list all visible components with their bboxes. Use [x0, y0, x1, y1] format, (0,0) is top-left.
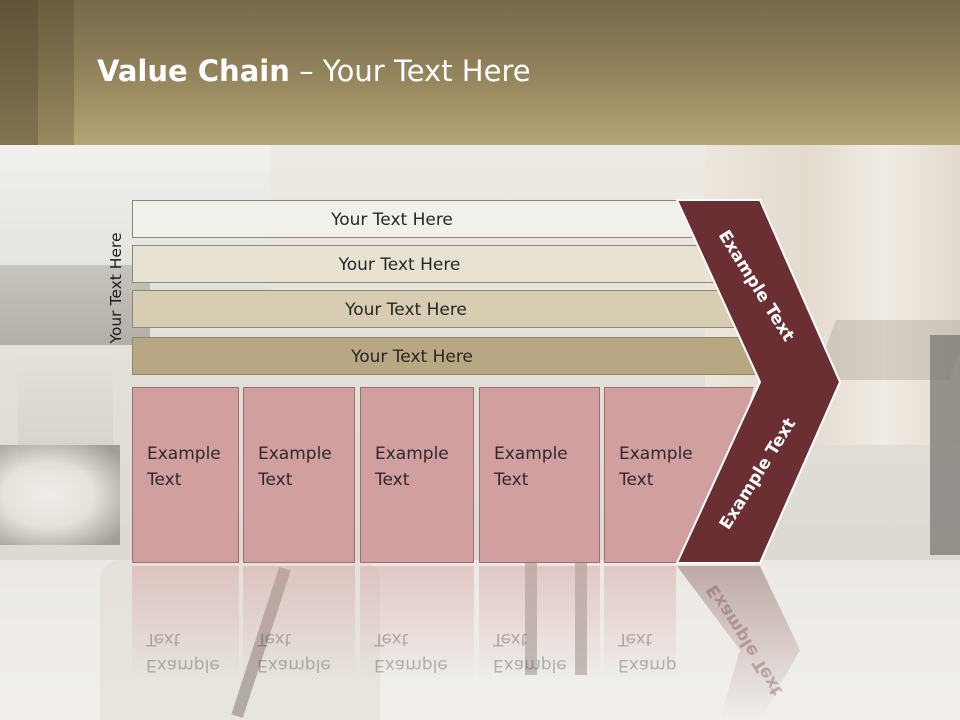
box-label: Example Text	[494, 444, 568, 490]
activity-box-4[interactable]: Example Text	[479, 387, 600, 563]
box-reflection: Example Text	[132, 566, 239, 706]
reflection-label: Example Text	[374, 629, 448, 675]
reflection-label: Example Text	[146, 629, 220, 675]
reflection-label: Example Text	[493, 629, 567, 675]
box-label: Example Text	[258, 444, 332, 490]
photo-counter	[0, 265, 150, 345]
activity-box-3[interactable]: Example Text	[360, 387, 474, 563]
activity-box-1[interactable]: Example Text	[132, 387, 239, 563]
photo-plates	[0, 445, 120, 545]
band-label: Your Text Here	[331, 210, 453, 230]
photo-floor	[0, 560, 960, 720]
header-stripe	[0, 0, 38, 145]
reflection-label: Example Text	[257, 629, 331, 675]
band-2[interactable]: Your Text Here	[132, 245, 717, 283]
band-label: Your Text Here	[345, 300, 467, 320]
band-3[interactable]: Your Text Here	[132, 290, 740, 328]
box-label: Example Text	[619, 444, 693, 490]
title-bar: Value Chain – Your Text Here	[0, 0, 960, 145]
box-label: Example Text	[147, 444, 221, 490]
header-stripe	[38, 0, 74, 145]
slide-title[interactable]: Value Chain – Your Text Here	[97, 54, 531, 88]
activity-box-2[interactable]: Example Text	[243, 387, 355, 563]
reflection-label: Example Text	[618, 629, 676, 675]
box-reflection: Example Text	[479, 566, 600, 706]
photo-chair-leg	[575, 555, 587, 675]
band-label: Your Text Here	[351, 347, 473, 367]
box-reflection: Example Text	[360, 566, 474, 706]
title-rest: – Your Text Here	[289, 54, 531, 88]
title-bold: Value Chain	[97, 54, 290, 88]
photo-chair-leg	[525, 555, 537, 675]
box-reflection: Example Text	[243, 566, 355, 706]
band-label: Your Text Here	[338, 255, 461, 275]
band-1[interactable]: Your Text Here	[132, 200, 692, 238]
side-label-text: Your Text Here	[107, 232, 125, 344]
band-4[interactable]: Your Text Here	[132, 337, 762, 375]
box-label: Example Text	[375, 444, 449, 490]
box-reflection: Example Text	[604, 566, 676, 706]
photo-chair	[930, 335, 960, 555]
